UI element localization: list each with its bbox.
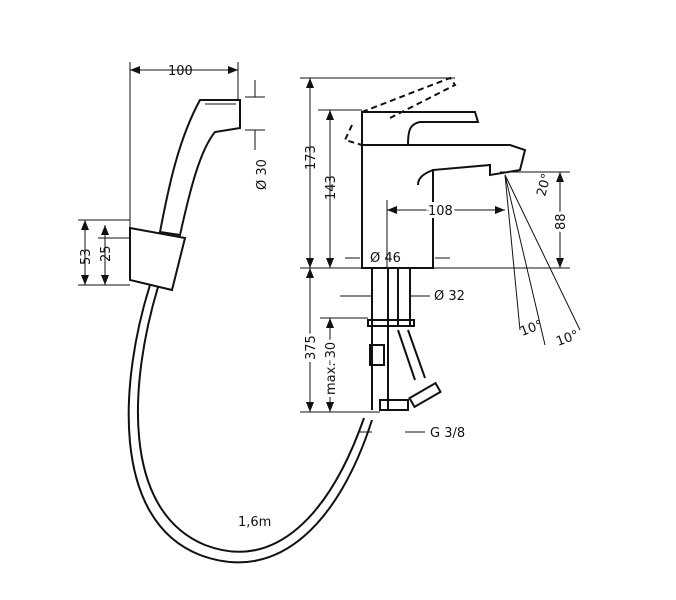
dim-connection-length: 375 bbox=[304, 335, 319, 360]
dim-total-height: 173 bbox=[304, 145, 319, 170]
dim-spout-height: 88 bbox=[554, 213, 569, 230]
hand-shower bbox=[127, 99, 373, 564]
dim-shank-diameter: Ø 32 bbox=[434, 289, 465, 304]
dim-hose-length: 1,6m bbox=[238, 515, 271, 530]
holder bbox=[129, 226, 187, 292]
hose bbox=[127, 284, 373, 564]
dim-holder-height: 53 bbox=[79, 248, 94, 265]
dim-handshower-length: 100 bbox=[168, 64, 193, 79]
dim-spout-reach: 108 bbox=[428, 204, 453, 219]
dimension-lines bbox=[78, 62, 581, 433]
dim-body-height: 143 bbox=[324, 175, 339, 200]
dim-angle-right: 10° bbox=[554, 328, 581, 350]
faucet bbox=[343, 76, 527, 411]
dim-thread: G 3/8 bbox=[430, 426, 465, 441]
lever bbox=[361, 111, 480, 146]
dim-max-counter-thickness: max. 30 bbox=[324, 342, 339, 395]
dim-spray-angle: 20° bbox=[534, 172, 554, 198]
dim-angle-left: 10° bbox=[518, 318, 545, 340]
dim-holder-offset: 25 bbox=[99, 245, 114, 262]
dim-body-diameter: Ø 46 bbox=[370, 251, 401, 266]
dim-handshower-diameter: Ø 30 bbox=[255, 159, 270, 190]
